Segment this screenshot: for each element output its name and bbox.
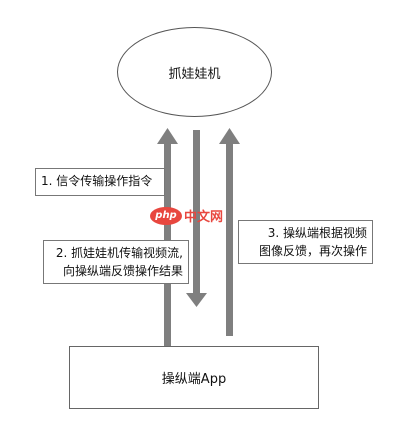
arrow-up-left — [157, 128, 178, 348]
watermark-text: 中文网 — [184, 210, 224, 225]
claw-machine-label: 抓娃娃机 — [168, 66, 221, 82]
step3-text-line2: 图像反馈，再次操作 — [258, 244, 367, 258]
claw-machine-node: 抓娃娃机 — [117, 27, 272, 117]
step2-text-line1: 2. 抓娃娃机传输视频流, — [55, 246, 183, 260]
php-watermark: php 中文网 — [150, 206, 223, 225]
php-logo-icon: php — [150, 206, 182, 225]
arrow-down-middle — [186, 130, 207, 307]
step3-text-line1: 3. 操纵端根据视频 — [267, 226, 367, 240]
step2-text-line2: 向操纵端反馈操作结果 — [62, 264, 183, 278]
controller-app-label: 操纵端App — [161, 372, 227, 387]
arrow-up-right — [219, 128, 240, 336]
step1-text: 1. 信令传输操作指令 — [41, 174, 153, 188]
step2-label-box: 2. 抓娃娃机传输视频流, 向操纵端反馈操作结果 — [43, 240, 189, 284]
step3-label-box: 3. 操纵端根据视频 图像反馈，再次操作 — [238, 220, 373, 264]
step1-label-box: 1. 信令传输操作指令 — [35, 168, 165, 196]
controller-app-node: 操纵端App — [69, 346, 319, 409]
